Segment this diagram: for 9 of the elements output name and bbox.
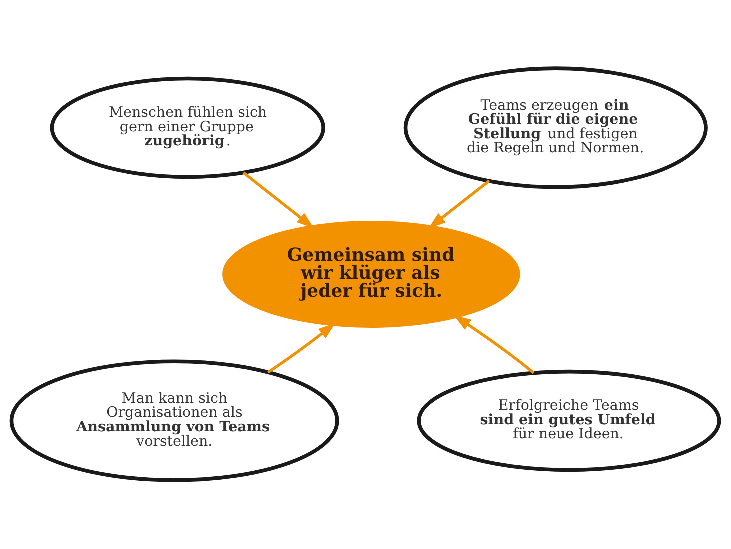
node-ellipse: Menschen fühlen sich gern einer Gruppe zugehörig. — [50, 76, 326, 180]
node-ellipse: Man kann sich Organisationen als Ansammlung von Teams vorstellen. — [10, 360, 340, 482]
node-ellipse: Teams erzeugen ein Gefühl für die eigene Stellung und festigen die Regeln und Normen. — [404, 66, 708, 190]
arrow — [428, 180, 490, 229]
node-ellipse: Gemeinsam sind wir klüger als jeder für sich. — [222, 221, 520, 328]
arrow — [267, 323, 336, 374]
arrow — [454, 316, 535, 374]
node-ellipse: Erfolgreiche Teams sind ein gutes Umfeld für neue Ideen. — [417, 370, 722, 472]
arrow — [242, 172, 314, 228]
